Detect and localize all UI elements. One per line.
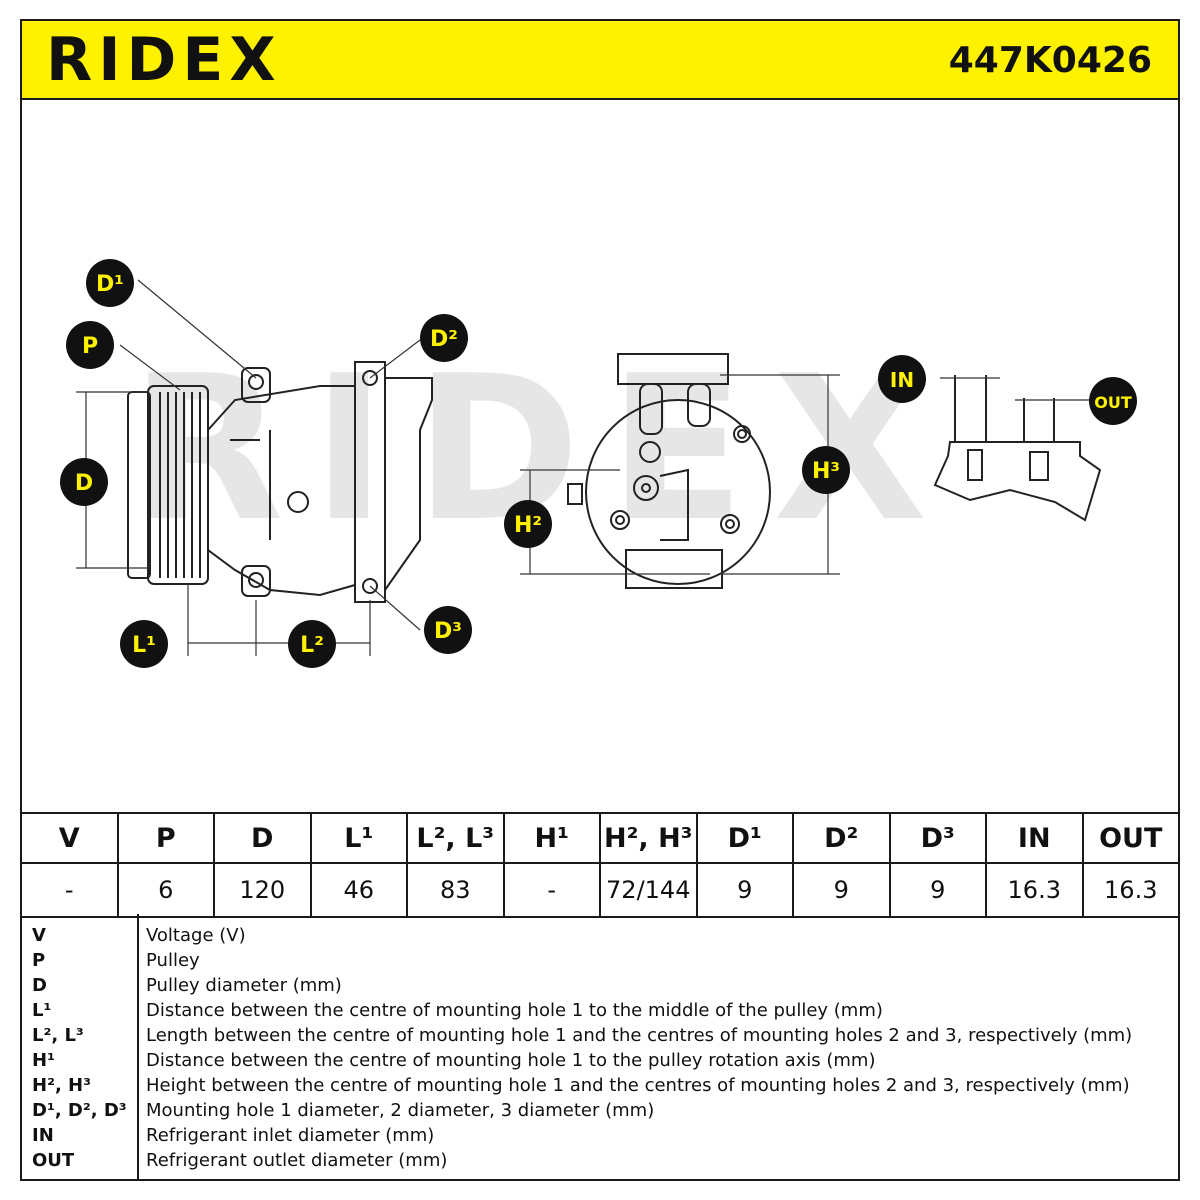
- spec-header-row: V P D L¹ L², L³ H¹ H², H³ D¹ D² D³ IN OU…: [20, 812, 1180, 864]
- header-d3: D³: [888, 812, 987, 864]
- legend-desc: Pulley: [146, 950, 200, 971]
- svg-text:H³: H³: [812, 459, 840, 484]
- callout-l1: L¹: [120, 620, 168, 668]
- legend-key: D¹, D², D³: [32, 1100, 127, 1121]
- value-out: 16.3: [1081, 862, 1180, 918]
- header-p: P: [116, 812, 215, 864]
- callout-badges: D¹ P D D² D³ L¹: [60, 259, 1137, 668]
- legend-row: L², L³ Length between the centre of moun…: [22, 1023, 1178, 1048]
- legend-desc: Refrigerant inlet diameter (mm): [146, 1125, 435, 1146]
- svg-text:P: P: [82, 334, 98, 359]
- header-d: D: [213, 812, 312, 864]
- header-v: V: [20, 812, 119, 864]
- callout-l2: L²: [288, 620, 336, 668]
- value-h2-h3: 72/144: [599, 862, 698, 918]
- compressor-front-view: [567, 353, 771, 589]
- callout-in: IN: [878, 355, 926, 403]
- callout-d3: D³: [424, 606, 472, 654]
- value-p: 6: [116, 862, 215, 918]
- value-d2: 9: [792, 862, 891, 918]
- value-h1: -: [502, 862, 601, 918]
- legend-key: OUT: [32, 1150, 75, 1171]
- svg-text:D³: D³: [434, 619, 462, 644]
- header-d2: D²: [792, 812, 891, 864]
- legend-key: P: [32, 950, 46, 971]
- callout-d: D: [60, 458, 108, 506]
- brand-logo: RIDEX: [46, 25, 282, 95]
- callout-d2: D²: [420, 314, 468, 362]
- value-d: 120: [213, 862, 312, 918]
- legend-key: H¹: [32, 1050, 55, 1071]
- legend-row: L¹ Distance between the centre of mounti…: [22, 998, 1178, 1023]
- technical-drawing: RIDEX: [20, 100, 1180, 812]
- svg-text:IN: IN: [890, 368, 914, 392]
- header-l2-l3: L², L³: [406, 812, 505, 864]
- legend-panel: V Voltage (V) P Pulley D Pulley diameter…: [20, 914, 1180, 1181]
- legend-desc: Pulley diameter (mm): [146, 975, 342, 996]
- value-l2-l3: 83: [406, 862, 505, 918]
- svg-text:D¹: D¹: [96, 272, 124, 297]
- port-section-view: [933, 375, 1102, 522]
- svg-text:D: D: [75, 471, 93, 496]
- callout-p: P: [66, 321, 114, 369]
- legend-key: L², L³: [32, 1025, 84, 1046]
- legend-row: IN Refrigerant inlet diameter (mm): [22, 1123, 1178, 1148]
- svg-text:H²: H²: [514, 513, 542, 538]
- legend-divider: [137, 914, 139, 1179]
- legend-row: D Pulley diameter (mm): [22, 973, 1178, 998]
- header-out: OUT: [1081, 812, 1180, 864]
- value-d1: 9: [695, 862, 794, 918]
- header-h1: H¹: [502, 812, 601, 864]
- legend-desc: Height between the centre of mounting ho…: [146, 1075, 1130, 1096]
- callout-d1: D¹: [86, 259, 134, 307]
- legend-row: H¹ Distance between the centre of mounti…: [22, 1048, 1178, 1073]
- callout-h2: H²: [504, 500, 552, 548]
- pulley-side-view: [127, 385, 209, 585]
- header-l1: L¹: [309, 812, 408, 864]
- callout-out: OUT: [1089, 377, 1137, 425]
- value-d3: 9: [888, 862, 987, 918]
- legend-desc: Length between the centre of mounting ho…: [146, 1025, 1133, 1046]
- compressor-drawing: D¹ P D D² D³ L¹: [60, 259, 1137, 668]
- spec-value-row: - 6 120 46 83 - 72/144 9 9 9 16.3 16.3: [20, 862, 1180, 918]
- svg-text:L¹: L¹: [132, 633, 156, 658]
- spec-table: V P D L¹ L², L³ H¹ H², H³ D¹ D² D³ IN OU…: [20, 812, 1180, 918]
- legend-row: D¹, D², D³ Mounting hole 1 diameter, 2 d…: [22, 1098, 1178, 1123]
- legend-desc: Distance between the centre of mounting …: [146, 1000, 883, 1021]
- value-v: -: [20, 862, 119, 918]
- legend-desc: Mounting hole 1 diameter, 2 diameter, 3 …: [146, 1100, 655, 1121]
- value-l1: 46: [309, 862, 408, 918]
- legend-desc: Voltage (V): [146, 925, 246, 946]
- legend-key: H², H³: [32, 1075, 92, 1096]
- legend-desc: Distance between the centre of mounting …: [146, 1050, 876, 1071]
- svg-text:L²: L²: [300, 633, 324, 658]
- compressor-body-side: [207, 361, 433, 603]
- legend-desc: Refrigerant outlet diameter (mm): [146, 1150, 448, 1171]
- value-in: 16.3: [985, 862, 1084, 918]
- svg-text:D²: D²: [430, 327, 458, 352]
- legend-key: D: [32, 975, 47, 996]
- legend-row: H², H³ Height between the centre of moun…: [22, 1073, 1178, 1098]
- header-bar: RIDEX 447K0426: [20, 19, 1180, 100]
- header-h2-h3: H², H³: [599, 812, 698, 864]
- header-in: IN: [985, 812, 1084, 864]
- legend-row: OUT Refrigerant outlet diameter (mm): [22, 1148, 1178, 1173]
- part-number: 447K0426: [948, 40, 1152, 81]
- header-d1: D¹: [695, 812, 794, 864]
- svg-text:OUT: OUT: [1094, 393, 1132, 412]
- legend-row: V Voltage (V): [22, 923, 1178, 948]
- legend-row: P Pulley: [22, 948, 1178, 973]
- legend-key: L¹: [32, 1000, 52, 1021]
- legend-key: IN: [32, 1125, 54, 1146]
- legend-key: V: [32, 925, 46, 946]
- callout-h3: H³: [802, 446, 850, 494]
